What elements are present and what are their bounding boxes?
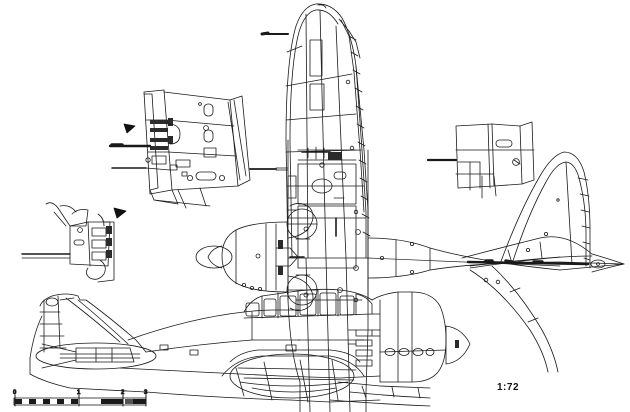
scale-bar: 0 1 2 3 <box>13 390 148 407</box>
side-fin-rudder <box>39 293 147 353</box>
side-engine-cowling <box>347 291 471 383</box>
callout-arrows <box>113 123 136 219</box>
plan-tail-cone <box>466 253 625 273</box>
plan-port-wing <box>260 3 371 259</box>
tail-detail-inset <box>21 202 115 283</box>
side-canopy <box>243 288 373 319</box>
plan-engine-cowling <box>195 221 305 293</box>
scale-tick-2: 2 <box>121 390 125 396</box>
side-wing <box>329 381 431 407</box>
arrow-b-icon <box>113 207 127 219</box>
wing-detail-right <box>426 121 535 199</box>
scale-ratio-label: 1:72 <box>497 382 520 393</box>
plan-fuselage <box>249 139 369 301</box>
side-view <box>29 288 471 407</box>
plan-starboard-wing <box>287 257 369 412</box>
plan-tailplane <box>461 236 593 373</box>
scale-tick-3: 3 <box>144 390 148 396</box>
side-rear-fuselage <box>29 311 291 401</box>
arrow-a-icon <box>123 123 136 134</box>
scale-tick-1: 1 <box>77 390 81 396</box>
wing-detail-left <box>108 89 251 209</box>
side-mid-fuselage <box>159 309 381 403</box>
plan-view <box>195 3 625 412</box>
scale-tick-0: 0 <box>13 390 17 396</box>
plan-fin-rudder <box>499 151 591 269</box>
